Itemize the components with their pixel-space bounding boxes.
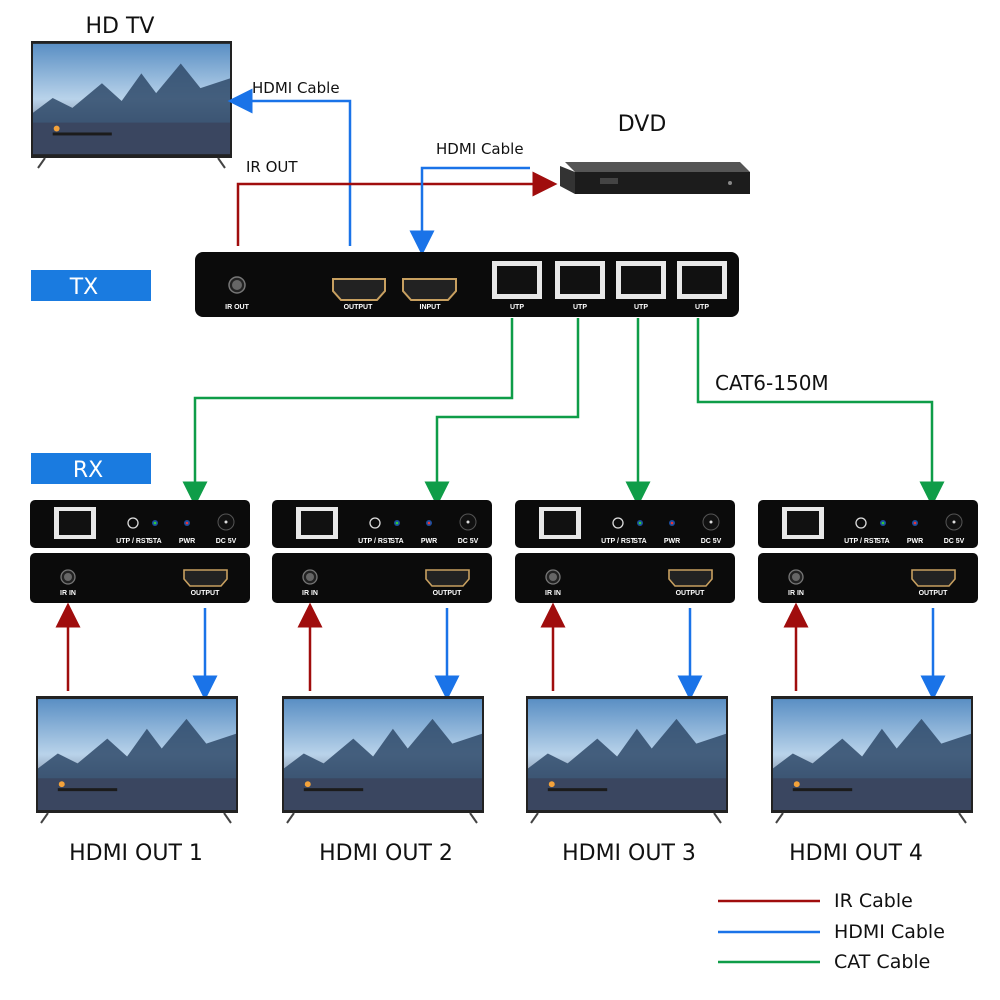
rx-unit-1: UTP / RST STA PWR DC 5V IR IN OUTPUT bbox=[30, 500, 250, 603]
rx-unit-4: UTP / RST STA PWR DC 5V IR IN OUTPUT bbox=[758, 500, 978, 603]
rx-utp-rst-label: UTP / RST bbox=[116, 538, 150, 545]
tx-utp-port-3 bbox=[616, 261, 666, 299]
rx-ir-in-label: IR IN bbox=[302, 590, 318, 597]
rx-dc-label: DC 5V bbox=[701, 538, 722, 545]
legend-cat-label: CAT Cable bbox=[834, 951, 930, 973]
tx-label-box bbox=[31, 270, 151, 301]
rx-dc-label: DC 5V bbox=[216, 538, 237, 545]
tx-utp-label-3: UTP bbox=[634, 304, 648, 311]
rx-sta-label: STA bbox=[148, 538, 161, 545]
tx-input-port-label: INPUT bbox=[420, 304, 442, 311]
tx-ir-out-port-label: IR OUT bbox=[225, 304, 249, 311]
rx-output-label: OUTPUT bbox=[191, 590, 221, 597]
tx-utp-label-1: UTP bbox=[510, 304, 524, 311]
legend-ir-label: IR Cable bbox=[834, 890, 913, 912]
dvd-player bbox=[560, 162, 750, 194]
hdmi-cable-label-2: HDMI Cable bbox=[436, 140, 524, 158]
tv-2 bbox=[282, 696, 484, 824]
hd-tv-label: HD TV bbox=[86, 14, 155, 39]
hdmi-out-label-3: HDMI OUT 3 bbox=[562, 841, 696, 866]
tv-1 bbox=[36, 696, 238, 824]
rx-pwr-label: PWR bbox=[179, 538, 195, 545]
hdmi-cable-tx-to-tv bbox=[227, 88, 352, 246]
rx-unit-3: UTP / RST STA PWR DC 5V IR IN OUTPUT bbox=[515, 500, 735, 603]
tx-device: IR OUT OUTPUT INPUT UTP UTP UTP UTP bbox=[195, 252, 739, 317]
hdmi-out-label-2: HDMI OUT 2 bbox=[319, 841, 453, 866]
tx-utp-port-2 bbox=[555, 261, 605, 299]
rx-ir-in-label: IR IN bbox=[788, 590, 804, 597]
hdmi-out-label-1: HDMI OUT 1 bbox=[69, 841, 203, 866]
hd-tv bbox=[31, 41, 232, 169]
ir-out-cable bbox=[236, 171, 558, 246]
ir-out-label: IR OUT bbox=[246, 158, 298, 176]
tx-utp-port-4 bbox=[677, 261, 727, 299]
rx-pwr-label: PWR bbox=[664, 538, 680, 545]
tx-output-port-label: OUTPUT bbox=[344, 304, 374, 311]
rx-pwr-label: PWR bbox=[421, 538, 437, 545]
rx-utp-rst-label: UTP / RST bbox=[601, 538, 635, 545]
cat-cable-2 bbox=[424, 318, 580, 507]
rx-sta-label: STA bbox=[876, 538, 889, 545]
rx-label-box bbox=[31, 453, 151, 484]
hdmi-out-label-4: HDMI OUT 4 bbox=[789, 841, 923, 866]
legend: IR Cable HDMI Cable CAT Cable bbox=[718, 890, 945, 973]
rx-output-label: OUTPUT bbox=[433, 590, 463, 597]
rx-sta-label: STA bbox=[390, 538, 403, 545]
rx-utp-rst-label: UTP / RST bbox=[844, 538, 878, 545]
rx-dc-label: DC 5V bbox=[458, 538, 479, 545]
tv-4 bbox=[771, 696, 973, 824]
cat-cable-1 bbox=[182, 318, 514, 507]
rx-output-label: OUTPUT bbox=[919, 590, 949, 597]
hdmi-cable-label-1: HDMI Cable bbox=[252, 79, 340, 97]
rx-unit-2: UTP / RST STA PWR DC 5V IR IN OUTPUT bbox=[272, 500, 492, 603]
tx-utp-label-4: UTP bbox=[695, 304, 709, 311]
legend-hdmi-label: HDMI Cable bbox=[834, 921, 945, 943]
cat-cable-4 bbox=[696, 318, 945, 507]
rx-pwr-label: PWR bbox=[907, 538, 923, 545]
tx-utp-port-1 bbox=[492, 261, 542, 299]
tv-3 bbox=[526, 696, 728, 824]
rx-label: RX bbox=[73, 458, 103, 483]
tx-utp-label-2: UTP bbox=[573, 304, 587, 311]
hdmi-cable-dvd-to-tx bbox=[409, 166, 530, 256]
rx-ir-in-label: IR IN bbox=[60, 590, 76, 597]
cat-length-label: CAT6-150M bbox=[715, 371, 829, 395]
rx-ir-in-label: IR IN bbox=[545, 590, 561, 597]
rx-dc-label: DC 5V bbox=[944, 538, 965, 545]
rx-output-label: OUTPUT bbox=[676, 590, 706, 597]
tx-label: TX bbox=[69, 275, 99, 300]
rx-sta-label: STA bbox=[633, 538, 646, 545]
dvd-label: DVD bbox=[618, 112, 667, 137]
rx-utp-rst-label: UTP / RST bbox=[358, 538, 392, 545]
